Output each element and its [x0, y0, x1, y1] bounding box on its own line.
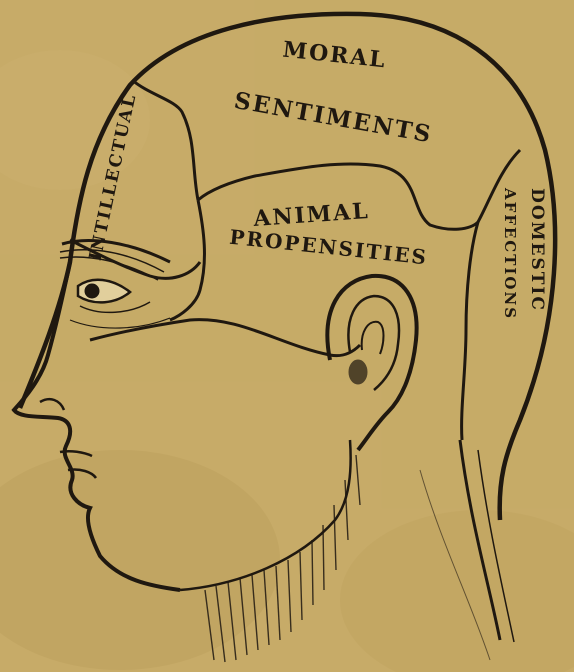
- label-domestic: DOMESTIC: [527, 188, 547, 312]
- label-affections: AFFECTIONS: [501, 187, 519, 320]
